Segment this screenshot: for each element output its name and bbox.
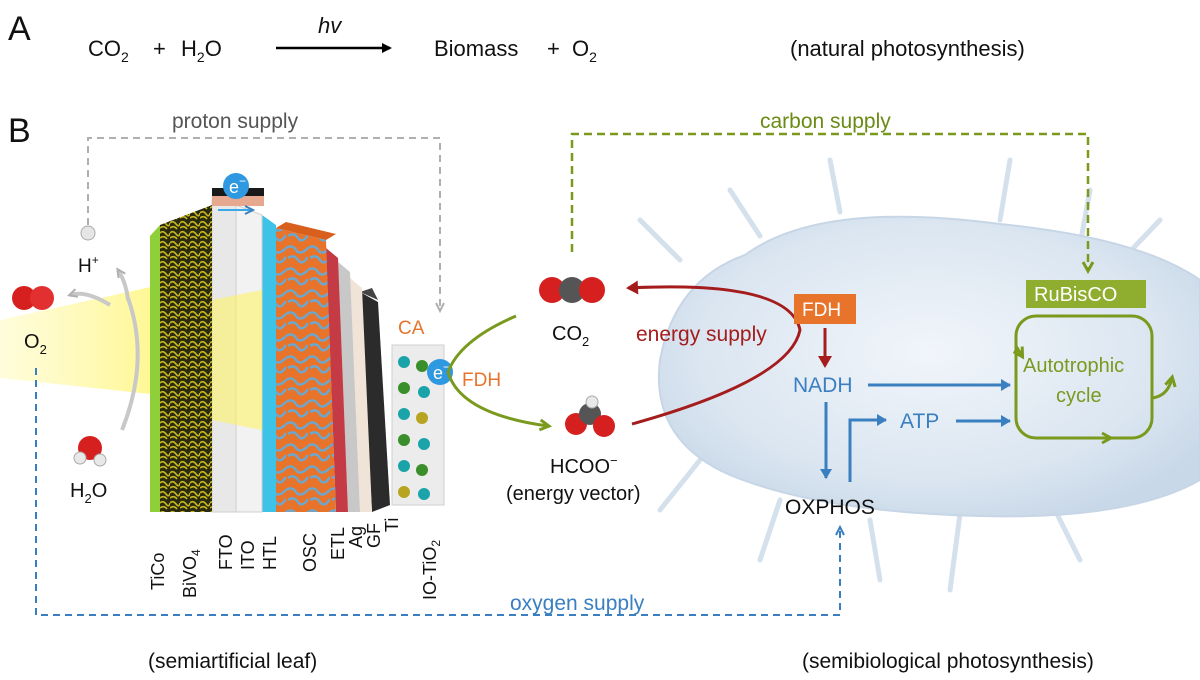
svg-text:H2O: H2O <box>70 480 107 506</box>
panel-b-label: B <box>8 112 31 150</box>
cycle-label-line2: cycle <box>1056 385 1102 407</box>
reaction-equation: CO2 + H2O hv Biomass + O2 (natural photo… <box>88 13 1025 65</box>
energy-supply-label: energy supply <box>636 323 767 346</box>
svg-text:FDH: FDH <box>802 300 841 321</box>
electron-cathode: e− <box>427 359 453 385</box>
proton-icon: H+ <box>78 225 99 277</box>
svg-text:e−: e− <box>433 360 450 383</box>
ca-label: CA <box>398 318 425 339</box>
svg-text:RuBisCO: RuBisCO <box>1034 284 1117 306</box>
semibiological-caption: (semibiological photosynthesis) <box>802 650 1094 673</box>
carbon-supply-label: carbon supply <box>760 110 891 133</box>
oxphos-label: OXPHOS <box>785 496 875 519</box>
layer-label: HTL <box>260 536 280 570</box>
layer-label: FTO <box>216 534 236 570</box>
fdh-enzyme-badge: FDH <box>794 294 856 324</box>
energy-supply-arrow <box>626 280 802 426</box>
water-molecule-icon: H2O <box>70 436 107 506</box>
nadh-label: NADH <box>793 374 853 397</box>
svg-text:H+: H+ <box>78 253 99 277</box>
layer-labels: TiCo BiVO4 FTO ITO HTL OSC ETL Ag GF Ti … <box>148 518 443 600</box>
oxygen-supply-path: oxygen supply <box>35 368 840 616</box>
semiartificial-leaf-device <box>150 188 445 513</box>
formate-molecule-icon: HCOO− (energy vector) <box>506 395 641 505</box>
plus-sign: + <box>153 36 166 61</box>
layer-label: TiCo <box>148 553 168 590</box>
layer-label: ITO <box>238 540 258 570</box>
layer-label: ETL <box>328 527 348 560</box>
svg-text:O2: O2 <box>572 36 597 65</box>
layer-label: Ti <box>382 518 402 532</box>
fdh-leaf-label: FDH <box>462 370 501 391</box>
layer-label: IO-TiO2 <box>420 540 443 600</box>
carbon-supply-path: carbon supply <box>570 110 1088 270</box>
cycle-label-line1: Autotrophic <box>1023 355 1124 377</box>
plus-sign: + <box>547 36 560 61</box>
oxygen-release-arrow <box>70 294 112 307</box>
layer-label: Ag <box>346 526 366 548</box>
oxygen-molecule-icon: O2 <box>12 286 54 357</box>
layer-label: GF <box>364 523 384 548</box>
svg-text:HCOO−: HCOO− <box>550 453 618 478</box>
hv-label: hv <box>318 13 343 38</box>
co2-reduction-arrow <box>446 314 548 426</box>
svg-text:CO2: CO2 <box>88 36 129 65</box>
rubisco-badge: RuBisCO <box>1026 280 1146 308</box>
svg-text:H2O: H2O <box>181 36 222 65</box>
oxygen-supply-label: oxygen supply <box>510 592 645 615</box>
o2-formula: O <box>572 36 589 61</box>
water-oxidation-arrow <box>120 297 140 431</box>
panel-a-label: A <box>8 10 31 48</box>
co2-formula: CO <box>88 36 121 61</box>
proton-release-arrow <box>118 270 130 301</box>
co2-molecule-icon: CO2 <box>539 277 605 349</box>
layer-label: OSC <box>300 533 320 572</box>
layer-label: BiVO4 <box>180 549 203 598</box>
proton-supply-path: proton supply <box>87 110 440 310</box>
oxphos-to-atp-arrow <box>848 414 887 482</box>
light-beam <box>0 285 160 395</box>
atp-label: ATP <box>900 410 939 433</box>
svg-text:O2: O2 <box>24 331 47 357</box>
svg-text:e−: e− <box>229 174 246 197</box>
h2o-formula: H <box>181 36 197 61</box>
natural-photosynthesis-note: (natural photosynthesis) <box>790 36 1025 61</box>
energy-vector-label: (energy vector) <box>506 483 641 505</box>
semiartificial-leaf-caption: (semiartificial leaf) <box>148 650 317 673</box>
electron-top: e− <box>223 173 249 199</box>
proton-supply-label: proton supply <box>172 110 299 133</box>
svg-text:CO2: CO2 <box>552 323 589 349</box>
biomass-label: Biomass <box>434 36 518 61</box>
autotrophic-cycle: Autotrophic cycle <box>1016 314 1172 438</box>
